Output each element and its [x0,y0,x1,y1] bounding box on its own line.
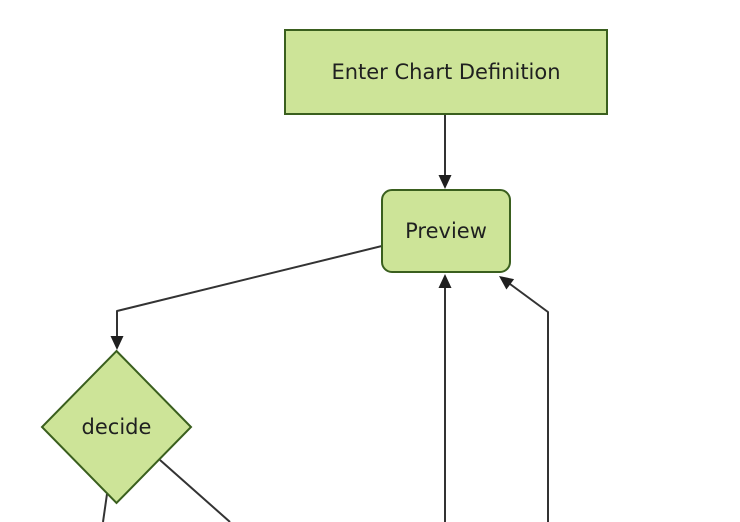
node-preview: Preview [381,189,511,273]
edge-bottomright-to-preview [509,283,549,522]
edge-preview-to-decide [116,245,383,337]
arrowhead-bottom-to-preview [438,274,452,288]
preview-label: Preview [405,219,487,243]
arrowhead-enter-to-preview [438,175,452,189]
node-enter-chart-definition: Enter Chart Definition [284,29,608,115]
edge-group [102,114,549,522]
decide-shape [40,349,193,505]
decide-label: decide [82,415,152,439]
arrowhead-preview-to-decide [110,336,124,350]
arrowhead-bottomright-to-preview [499,276,515,290]
edge-decide-to-bottomright [159,459,231,522]
node-decide: decide [40,349,193,505]
edge-decide-to-bottomleft [102,493,108,522]
enter-chart-definition-label: Enter Chart Definition [331,60,560,84]
enter-chart-definition-shape [284,29,608,115]
preview-shape [381,189,511,273]
